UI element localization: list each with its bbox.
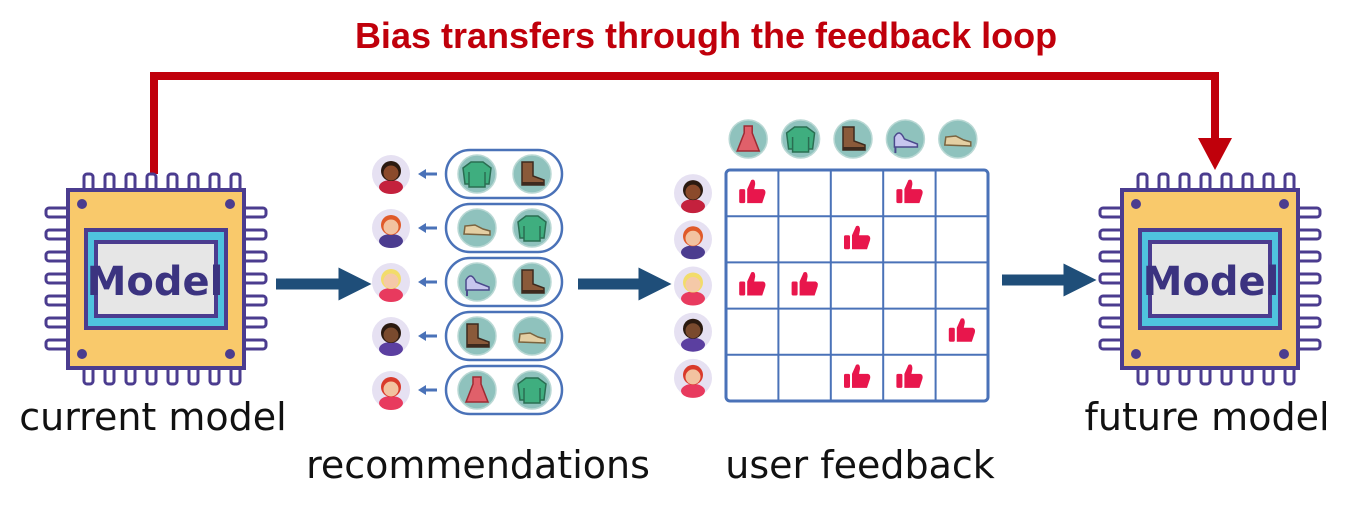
feedback-loop-arrow (150, 72, 1232, 174)
left-arrow-icon (418, 331, 437, 341)
shoe-icon (938, 119, 978, 159)
thumbs-up-icon (739, 179, 766, 204)
current-model-chip (44, 172, 268, 386)
left-arrow-icon (418, 169, 437, 179)
recommendation-row (372, 256, 564, 308)
avatar-user-5-icon (372, 371, 410, 410)
thumbs-up-icon (896, 364, 923, 388)
recommendations-panel (372, 148, 564, 416)
thumbs-up-icon (844, 225, 871, 250)
boot-icon (512, 154, 552, 194)
sweater-icon (512, 370, 552, 410)
left-arrow-icon (418, 385, 437, 395)
sweater-icon (780, 119, 821, 159)
current-model-caption: current model (19, 395, 286, 439)
user-feedback-panel (674, 119, 990, 403)
left-arrow-icon (418, 223, 437, 233)
recommendation-row (372, 202, 564, 254)
avatar-user-3-icon (674, 266, 712, 306)
recommendation-row (372, 310, 564, 362)
boot-icon (512, 262, 552, 302)
diagram-title: Bias transfers through the feedback loop (355, 15, 1057, 56)
avatar-user-4-icon (372, 317, 410, 356)
future-model-caption: future model (1084, 395, 1329, 439)
boot-icon (457, 316, 497, 356)
recommendation-row (372, 148, 564, 200)
sweater-icon (512, 208, 552, 248)
recommendation-row (372, 364, 564, 416)
avatar-user-5-icon (674, 358, 712, 398)
left-arrow-icon (418, 277, 437, 287)
current-model-chip-label: Model (87, 259, 224, 305)
high-heel-icon (885, 119, 926, 159)
avatar-user-2-icon (674, 220, 712, 260)
future-model-chip (1098, 172, 1322, 386)
shoe-icon (457, 208, 497, 248)
high-heel-icon (457, 262, 497, 302)
thumbs-up-icon (896, 179, 923, 204)
user-feedback-caption: user feedback (725, 443, 995, 487)
sweater-icon (457, 154, 497, 194)
future-model-chip-label: Model (1143, 259, 1280, 305)
thumbs-up-icon (739, 272, 766, 296)
dress-icon (457, 370, 497, 410)
boot-icon (833, 119, 873, 159)
recommendations-caption: recommendations (306, 443, 650, 487)
thumbs-up-icon (844, 364, 871, 388)
shoe-icon (512, 316, 552, 356)
avatar-user-4-icon (674, 312, 712, 352)
feedback-grid (724, 168, 990, 403)
avatar-user-3-icon (372, 263, 410, 302)
thumbs-up-icon (791, 272, 818, 296)
dress-icon (728, 119, 768, 159)
avatar-user-2-icon (372, 209, 410, 248)
thumbs-up-icon (948, 318, 976, 342)
avatar-user-1-icon (674, 174, 712, 214)
avatar-user-1-icon (372, 155, 410, 194)
